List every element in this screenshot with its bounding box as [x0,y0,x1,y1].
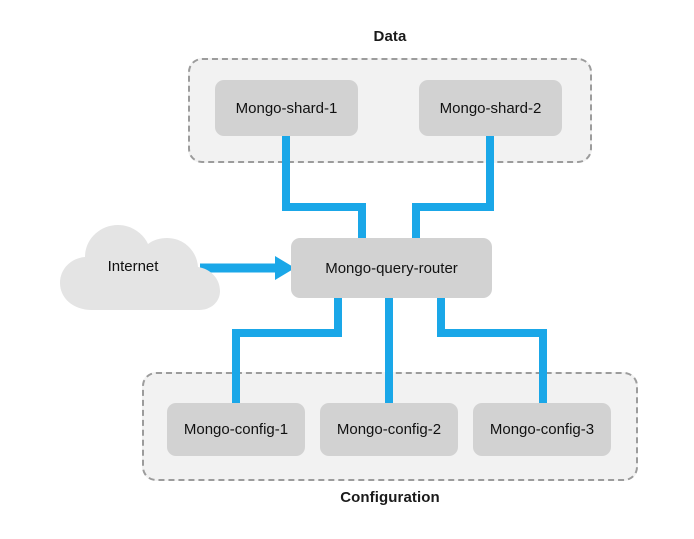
node-mongo-shard-1[interactable]: Mongo-shard-1 [215,80,358,136]
node-label: Mongo-config-2 [336,421,442,438]
node-mongo-query-router[interactable]: Mongo-query-router [291,238,492,298]
node-mongo-config-1[interactable]: Mongo-config-1 [167,403,305,456]
node-label: Mongo-shard-1 [235,99,338,117]
arrowhead-internet-to-router [275,256,295,280]
node-label: Mongo-config-3 [489,421,595,438]
wire-router-to-shard-1 [282,136,366,242]
node-mongo-shard-2[interactable]: Mongo-shard-2 [419,80,562,136]
node-label: Mongo-config-1 [183,421,289,438]
node-label: Mongo-shard-2 [439,99,542,117]
internet-cloud[interactable]: Internet [58,220,230,314]
node-mongo-config-3[interactable]: Mongo-config-3 [473,403,611,456]
cloud-icon [60,225,220,310]
node-mongo-config-2[interactable]: Mongo-config-2 [320,403,458,456]
group-configuration-caption: Configuration [340,489,440,506]
internet-label: Internet [107,258,159,275]
node-label: Mongo-query-router [325,259,458,277]
wire-router-to-config-1 [232,294,342,408]
group-data-caption: Data [373,28,407,45]
wire-router-to-config-3 [437,294,547,408]
wire-router-to-shard-2 [412,136,494,242]
